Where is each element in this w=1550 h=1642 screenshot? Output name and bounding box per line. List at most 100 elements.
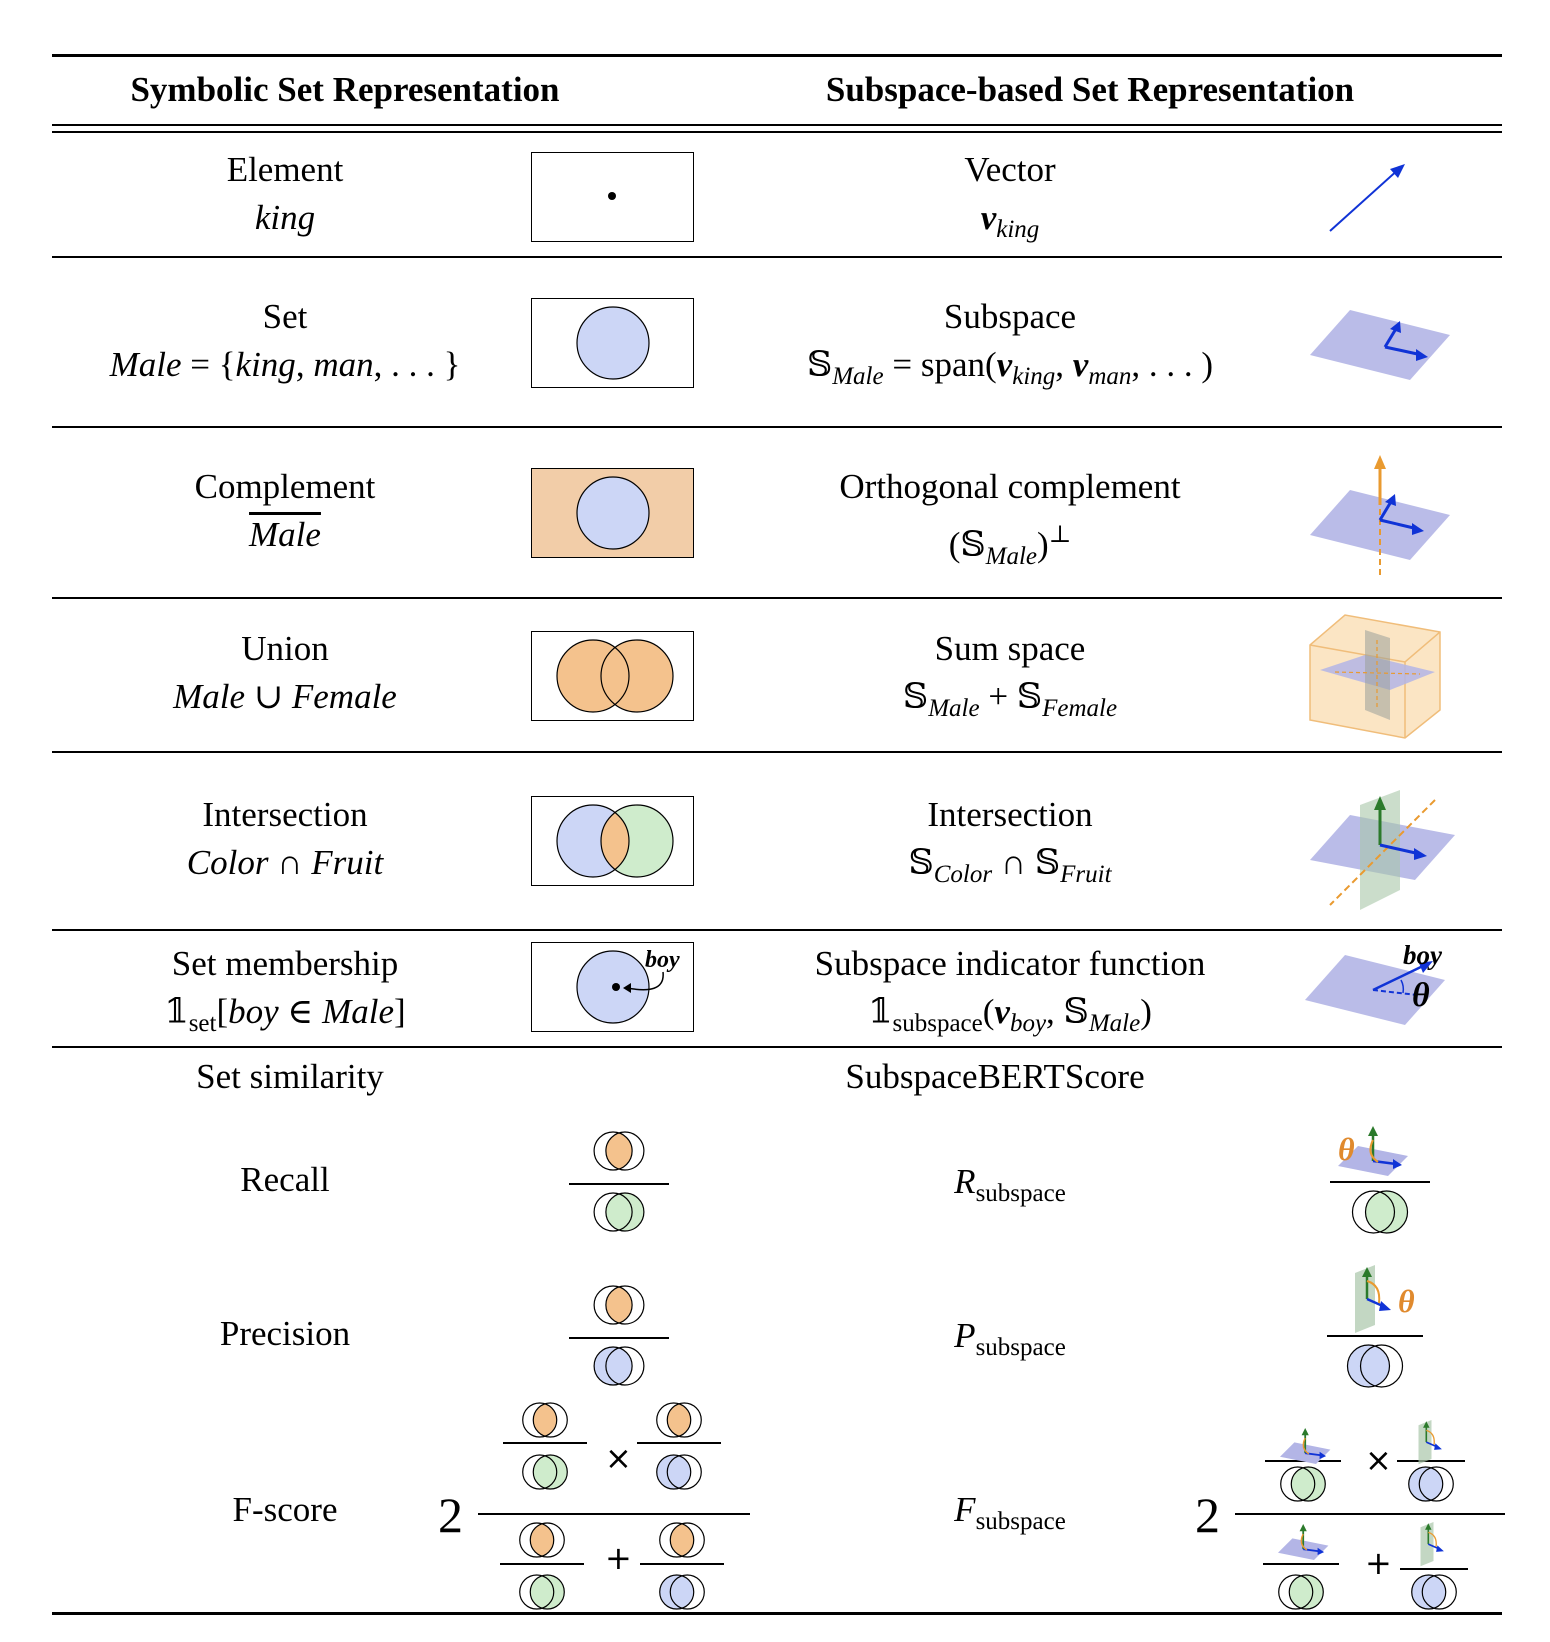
- math-male-overline: Male: [249, 515, 321, 554]
- fscore-venn-recall-num-bottom: [519, 1522, 565, 1558]
- math-female: Female: [291, 677, 397, 716]
- row-intersection-math: Color ∩ Fruit: [186, 843, 384, 882]
- r-subspace-bar: [1330, 1181, 1430, 1183]
- element-dot: [608, 192, 616, 200]
- union-diagram: [531, 631, 694, 721]
- sub-male: Male: [832, 363, 884, 390]
- p-subspace-denominator-venn: [1346, 1344, 1404, 1388]
- row-vector-math: vking: [810, 196, 1210, 252]
- fscore-venn-precision-den-bottom: [659, 1574, 705, 1610]
- f-symbol: F: [954, 1490, 976, 1529]
- intersection-venn-icon: [556, 804, 674, 878]
- sub-male: Male: [985, 543, 1038, 570]
- bb-S: 𝕊: [960, 525, 986, 565]
- row-rule-2: [52, 426, 1502, 428]
- f-subspace-recall-plane-top: [1280, 1428, 1331, 1464]
- recall-bar: [569, 1183, 669, 1185]
- bb-S: 𝕊: [1063, 992, 1089, 1032]
- r-subscript: subspace: [975, 1180, 1066, 1207]
- bb-S: 𝕊: [908, 843, 934, 883]
- subspace-intersection-icon: [1310, 790, 1455, 910]
- row-rule-5: [52, 929, 1502, 931]
- precision-bar: [569, 1337, 669, 1339]
- fscore-times-left: ×: [605, 1439, 632, 1477]
- orthogonal-complement-icon: [1310, 455, 1450, 575]
- f-subspace-venn-1: [1280, 1466, 1326, 1502]
- intersection-diagram: [531, 796, 694, 886]
- fscore-sub-bar-2: [637, 1442, 721, 1444]
- f-subspace-venn-4: [1411, 1574, 1457, 1610]
- element-diagram: [531, 152, 694, 242]
- row-membership-title: Set membership: [171, 944, 399, 983]
- sub-female: Female: [1042, 695, 1118, 722]
- fscore-main-bar-left: [478, 1513, 750, 1515]
- precision-denominator-venn: [593, 1346, 645, 1386]
- indicator-one: 𝟙: [164, 992, 189, 1032]
- precision-numerator-venn: [593, 1285, 645, 1325]
- f-subspace-label: Fsubspace: [810, 1488, 1210, 1544]
- sub-man: man: [1088, 363, 1132, 390]
- membership-diagram: [531, 942, 694, 1032]
- fscore-venn-recall-num-top: [522, 1402, 568, 1438]
- p-subspace-label: Psubspace: [810, 1314, 1210, 1370]
- fscore-sub-bar-1: [503, 1442, 587, 1444]
- row-set-math: Male = {king, man, . . . }: [109, 345, 461, 384]
- header-left: Symbolic Set Representation: [130, 70, 560, 109]
- fscore-two-left: 2: [438, 1487, 463, 1543]
- recall-denominator-venn: [593, 1192, 645, 1232]
- fscore-plus-right: +: [1365, 1544, 1392, 1582]
- sub-set: set: [188, 1010, 217, 1037]
- header-rule-2: [52, 131, 1502, 133]
- r-subspace-numerator-plane: [1338, 1126, 1408, 1176]
- fscore-sub-bar-3: [500, 1563, 584, 1565]
- complement-circle-icon: [576, 476, 650, 550]
- row-intersection2-math: 𝕊Color ∩ 𝕊Fruit: [908, 843, 1112, 888]
- bb-S: 𝕊: [902, 677, 929, 717]
- math-man: man: [313, 345, 374, 384]
- sub-male: Male: [1088, 1010, 1141, 1037]
- math-fruit: Fruit: [311, 843, 384, 882]
- indicator-plane-icon: [1305, 955, 1445, 1025]
- sub-boy: boy: [1009, 1010, 1047, 1037]
- indicator-one: 𝟙: [868, 992, 893, 1032]
- header-right: Subspace-based Set Representation: [825, 70, 1355, 109]
- bb-S: 𝕊: [1034, 843, 1061, 883]
- fscore-times-right: ×: [1365, 1441, 1392, 1479]
- row-element-title: Element: [226, 150, 344, 189]
- row-subspace-math: 𝕊Male = span(vking, vman, . . . ): [806, 345, 1214, 390]
- row-vector-title: Vector: [964, 150, 1056, 189]
- sub-fruit: Fruit: [1060, 861, 1112, 888]
- row-intersection-title: Intersection: [202, 795, 368, 834]
- bb-S: 𝕊: [806, 345, 833, 385]
- row-union-title: Union: [241, 629, 329, 668]
- f-subspace-recall-plane-bottom: [1278, 1524, 1329, 1560]
- bold-v: v: [996, 345, 1013, 384]
- vector-icon: [1329, 164, 1405, 232]
- row-rule-6: [52, 1046, 1502, 1048]
- subspace-plane-icon: [1310, 310, 1450, 380]
- membership-circle-icon: [576, 950, 664, 1024]
- bold-v: v: [980, 198, 997, 237]
- bottom-rule: [52, 1612, 1502, 1615]
- row-complement-math: Male: [85, 513, 485, 557]
- sub-male: Male: [928, 695, 980, 722]
- fscore-label: F-score: [232, 1490, 338, 1529]
- math-color: Color: [186, 843, 269, 882]
- recall-label: Recall: [240, 1160, 330, 1199]
- sub-color: Color: [933, 861, 993, 888]
- p-subspace-numerator-plane: [1355, 1265, 1391, 1333]
- f-subspace-sub-bar-4: [1400, 1568, 1468, 1570]
- f-subspace-sub-bar-2: [1397, 1460, 1465, 1462]
- row-complement-title: Complement: [194, 467, 376, 506]
- fscore-venn-recall-den-bottom: [519, 1574, 565, 1610]
- f-subspace-sub-bar-3: [1263, 1563, 1339, 1565]
- precision-label: Precision: [219, 1314, 351, 1353]
- recall-numerator-venn: [593, 1131, 645, 1171]
- r-subspace-theta: θ: [1338, 1131, 1355, 1167]
- f-subspace-main-bar: [1235, 1513, 1505, 1515]
- sum-space-cube-icon: [1309, 614, 1441, 739]
- fscore-venn-recall-den-top: [522, 1454, 568, 1490]
- math-male: Male: [109, 345, 182, 384]
- math-span: span: [920, 345, 986, 384]
